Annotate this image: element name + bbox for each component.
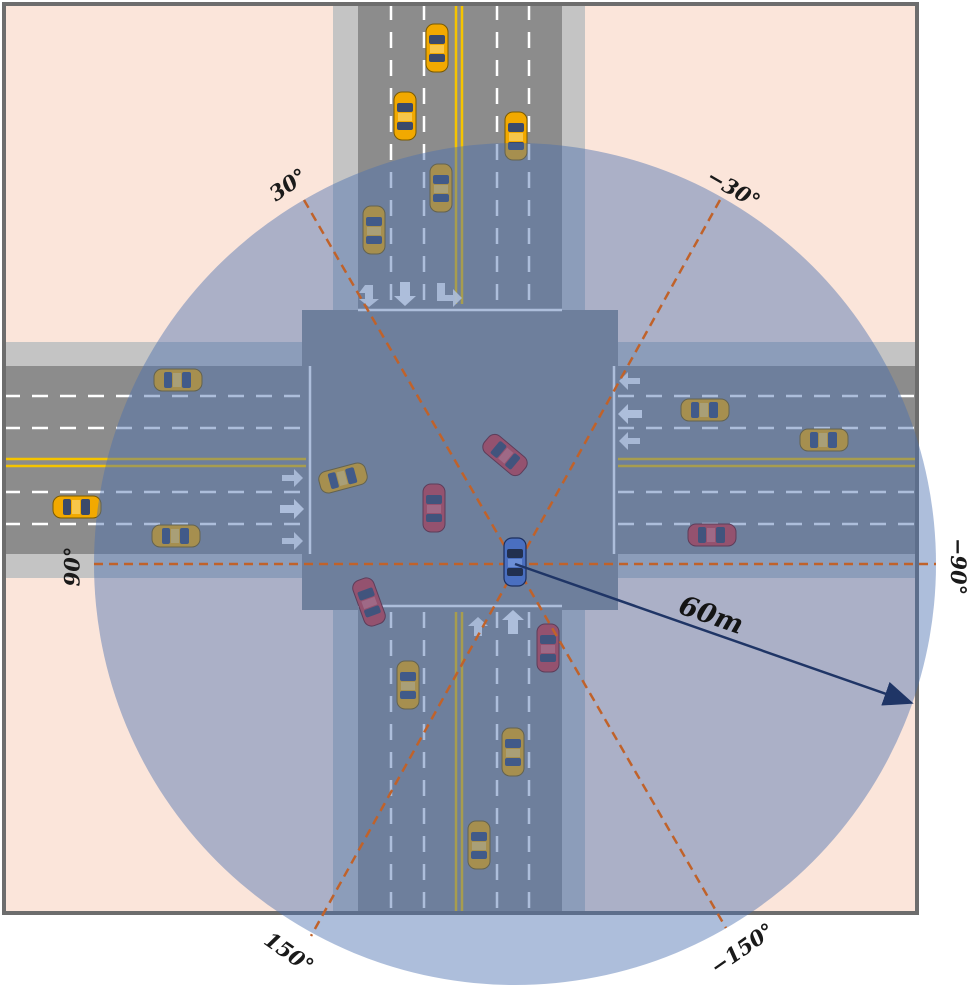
lane-arrows <box>280 282 642 636</box>
car-yellow <box>393 91 417 141</box>
angle-label-90: 90° <box>59 546 85 587</box>
car-yellow <box>52 495 102 519</box>
car-yellow <box>425 23 449 73</box>
map-frame <box>2 2 919 915</box>
ego-car <box>503 537 527 587</box>
angle-label-minus-90: −90° <box>946 537 972 596</box>
radius-arrow <box>514 562 914 706</box>
road-network <box>4 4 917 913</box>
